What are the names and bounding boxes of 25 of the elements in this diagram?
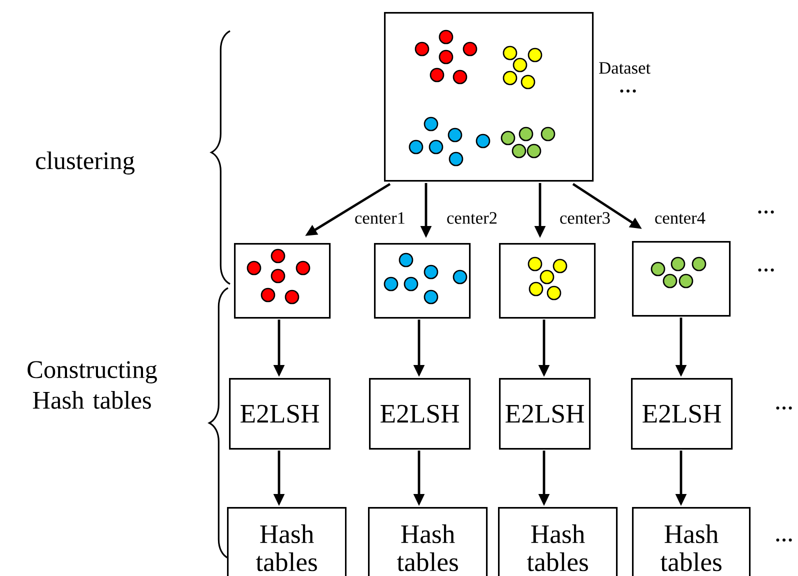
edge-label: center2 — [447, 212, 497, 224]
edge-label: center4 — [655, 212, 706, 224]
ellipsis: … — [620, 90, 636, 93]
cluster-box — [374, 243, 471, 319]
section-label: Constructing Hash tables — [28, 361, 157, 409]
ellipsis: … — [776, 406, 792, 410]
table-box: Hash tables — [632, 507, 751, 576]
process-box: E2LSH — [631, 378, 733, 450]
cluster-box — [234, 243, 331, 319]
node-label: Dataset — [599, 62, 650, 74]
edge-label: center3 — [560, 212, 610, 224]
table-box: Hash tables — [368, 507, 488, 576]
table-box: Hash tables — [227, 507, 347, 576]
section-label: clustering — [36, 152, 134, 175]
table-box: Hash tables — [498, 507, 618, 576]
ellipsis: … — [758, 210, 774, 214]
process-box: E2LSH — [499, 378, 591, 450]
process-box: E2LSH — [369, 378, 471, 450]
cluster-box — [632, 241, 731, 317]
cluster-box — [499, 243, 596, 319]
dataset-box — [384, 12, 594, 182]
edge-label: center1 — [355, 212, 404, 224]
ellipsis: … — [758, 268, 774, 272]
process-box: E2LSH — [229, 378, 331, 450]
ellipsis: … — [776, 538, 792, 542]
